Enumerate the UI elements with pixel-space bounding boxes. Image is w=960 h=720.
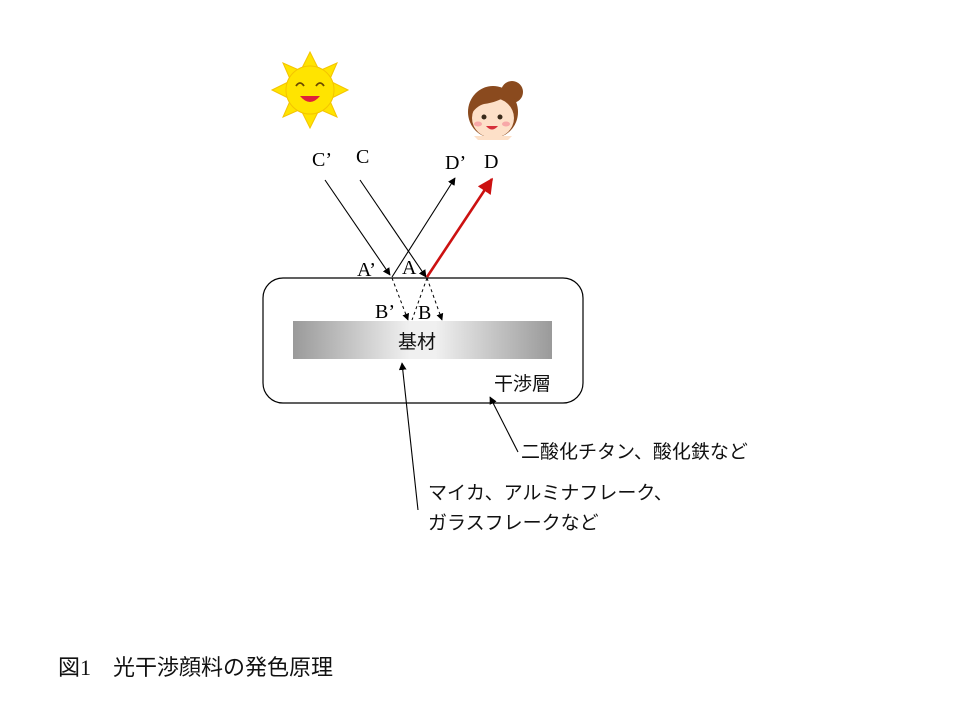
substrate <box>293 321 552 359</box>
label-d-prime: D’ <box>445 152 466 174</box>
label-a-prime: A’ <box>357 259 376 281</box>
label-a: A <box>402 257 417 279</box>
label-b: B <box>418 302 431 324</box>
ray-b-prime-refracted <box>391 277 410 321</box>
ray-d-prime-reflected <box>391 177 456 278</box>
interference-layer <box>262 277 584 404</box>
pointer-interference-materials <box>489 396 519 453</box>
interference-layer-label: 干渉層 <box>494 373 551 395</box>
figure-caption: 図1 光干渉顔料の発色原理 <box>58 655 333 680</box>
substrate-label: 基材 <box>398 331 436 353</box>
label-b-prime: B’ <box>375 301 395 323</box>
label-c: C <box>356 146 369 168</box>
substrate-materials-text-line1: マイカ、アルミナフレーク、 <box>428 482 673 504</box>
label-d: D <box>484 151 498 173</box>
interference-materials-text: 二酸化チタン、酸化鉄など <box>521 441 748 463</box>
sun-icon <box>270 50 350 130</box>
substrate-materials-text-line2: ガラスフレークなど <box>428 512 599 534</box>
ray-c-incident <box>359 179 427 278</box>
ray-c-prime-incident <box>324 179 391 276</box>
face-icon <box>468 81 523 140</box>
ray-b-refracted <box>426 277 444 321</box>
label-c-prime: C’ <box>312 149 332 171</box>
ray-b-prime-return <box>411 277 428 321</box>
ray-d-reflected-highlight <box>425 177 494 278</box>
pointer-substrate-materials <box>398 362 419 511</box>
